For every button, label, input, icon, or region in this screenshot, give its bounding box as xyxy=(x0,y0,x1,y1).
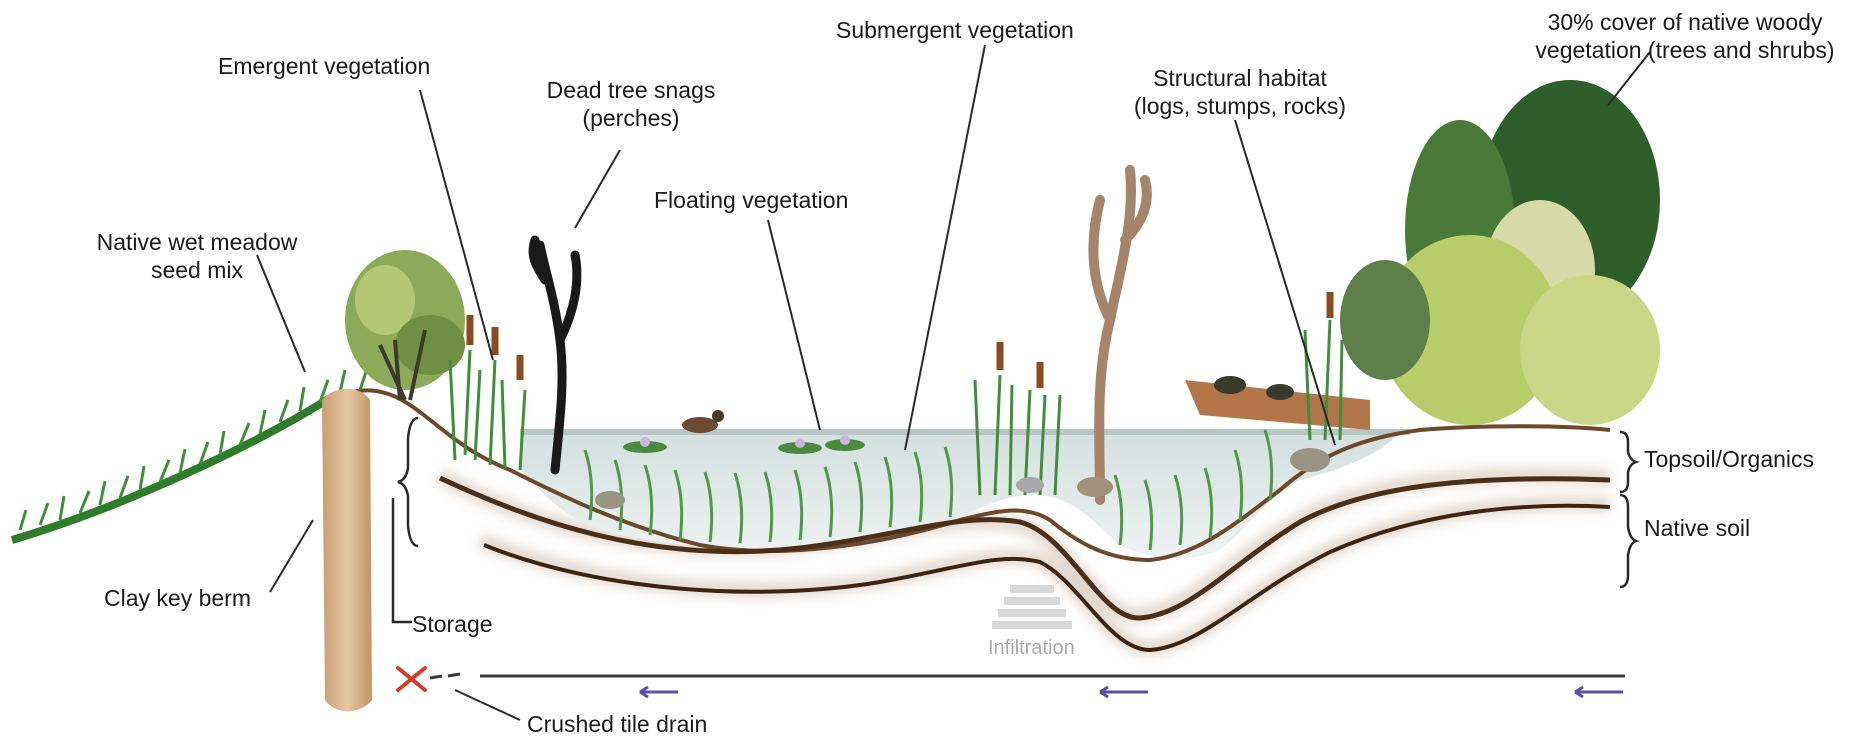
label-dead-tree-snags: Dead tree snags (perches) xyxy=(516,76,746,132)
infiltration-icon xyxy=(992,585,1072,629)
label-topsoil-organics: Topsoil/Organics xyxy=(1644,445,1814,473)
storage-bracket xyxy=(393,418,418,622)
label-structural-habitat-line2: (logs, stumps, rocks) xyxy=(1110,92,1370,120)
blocked-drain-x-icon xyxy=(398,668,425,690)
label-floating-vegetation: Floating vegetation xyxy=(654,186,848,214)
flow-arrows xyxy=(640,687,1623,697)
soil-braces xyxy=(1620,432,1636,587)
label-infiltration: Infiltration xyxy=(988,634,1075,662)
label-woody-vegetation-line1: 30% cover of native woody xyxy=(1505,8,1865,36)
label-native-wet-meadow-line1: Native wet meadow xyxy=(72,228,322,256)
wet-meadow-grass xyxy=(12,370,366,540)
label-native-wet-meadow: Native wet meadow seed mix xyxy=(72,228,322,284)
label-dead-tree-snags-line2: (perches) xyxy=(516,104,746,132)
label-native-wet-meadow-line2: seed mix xyxy=(72,256,322,284)
tile-drain-dashes xyxy=(430,674,460,678)
label-emergent-vegetation: Emergent vegetation xyxy=(218,52,430,80)
label-crushed-tile-drain: Crushed tile drain xyxy=(527,710,707,738)
label-dead-tree-snags-line1: Dead tree snags xyxy=(516,76,746,104)
label-structural-habitat: Structural habitat (logs, stumps, rocks) xyxy=(1110,64,1370,120)
clay-key-berm xyxy=(322,389,372,712)
label-woody-vegetation: 30% cover of native woody vegetation (tr… xyxy=(1505,8,1865,64)
label-structural-habitat-line1: Structural habitat xyxy=(1110,64,1370,92)
native-woody-vegetation xyxy=(1340,80,1660,425)
label-woody-vegetation-line2: vegetation (trees and shrubs) xyxy=(1505,36,1865,64)
label-native-soil: Native soil xyxy=(1644,514,1750,542)
label-storage: Storage xyxy=(412,610,493,638)
label-clay-key-berm: Clay key berm xyxy=(104,584,251,612)
label-submergent-vegetation: Submergent vegetation xyxy=(836,16,1074,44)
